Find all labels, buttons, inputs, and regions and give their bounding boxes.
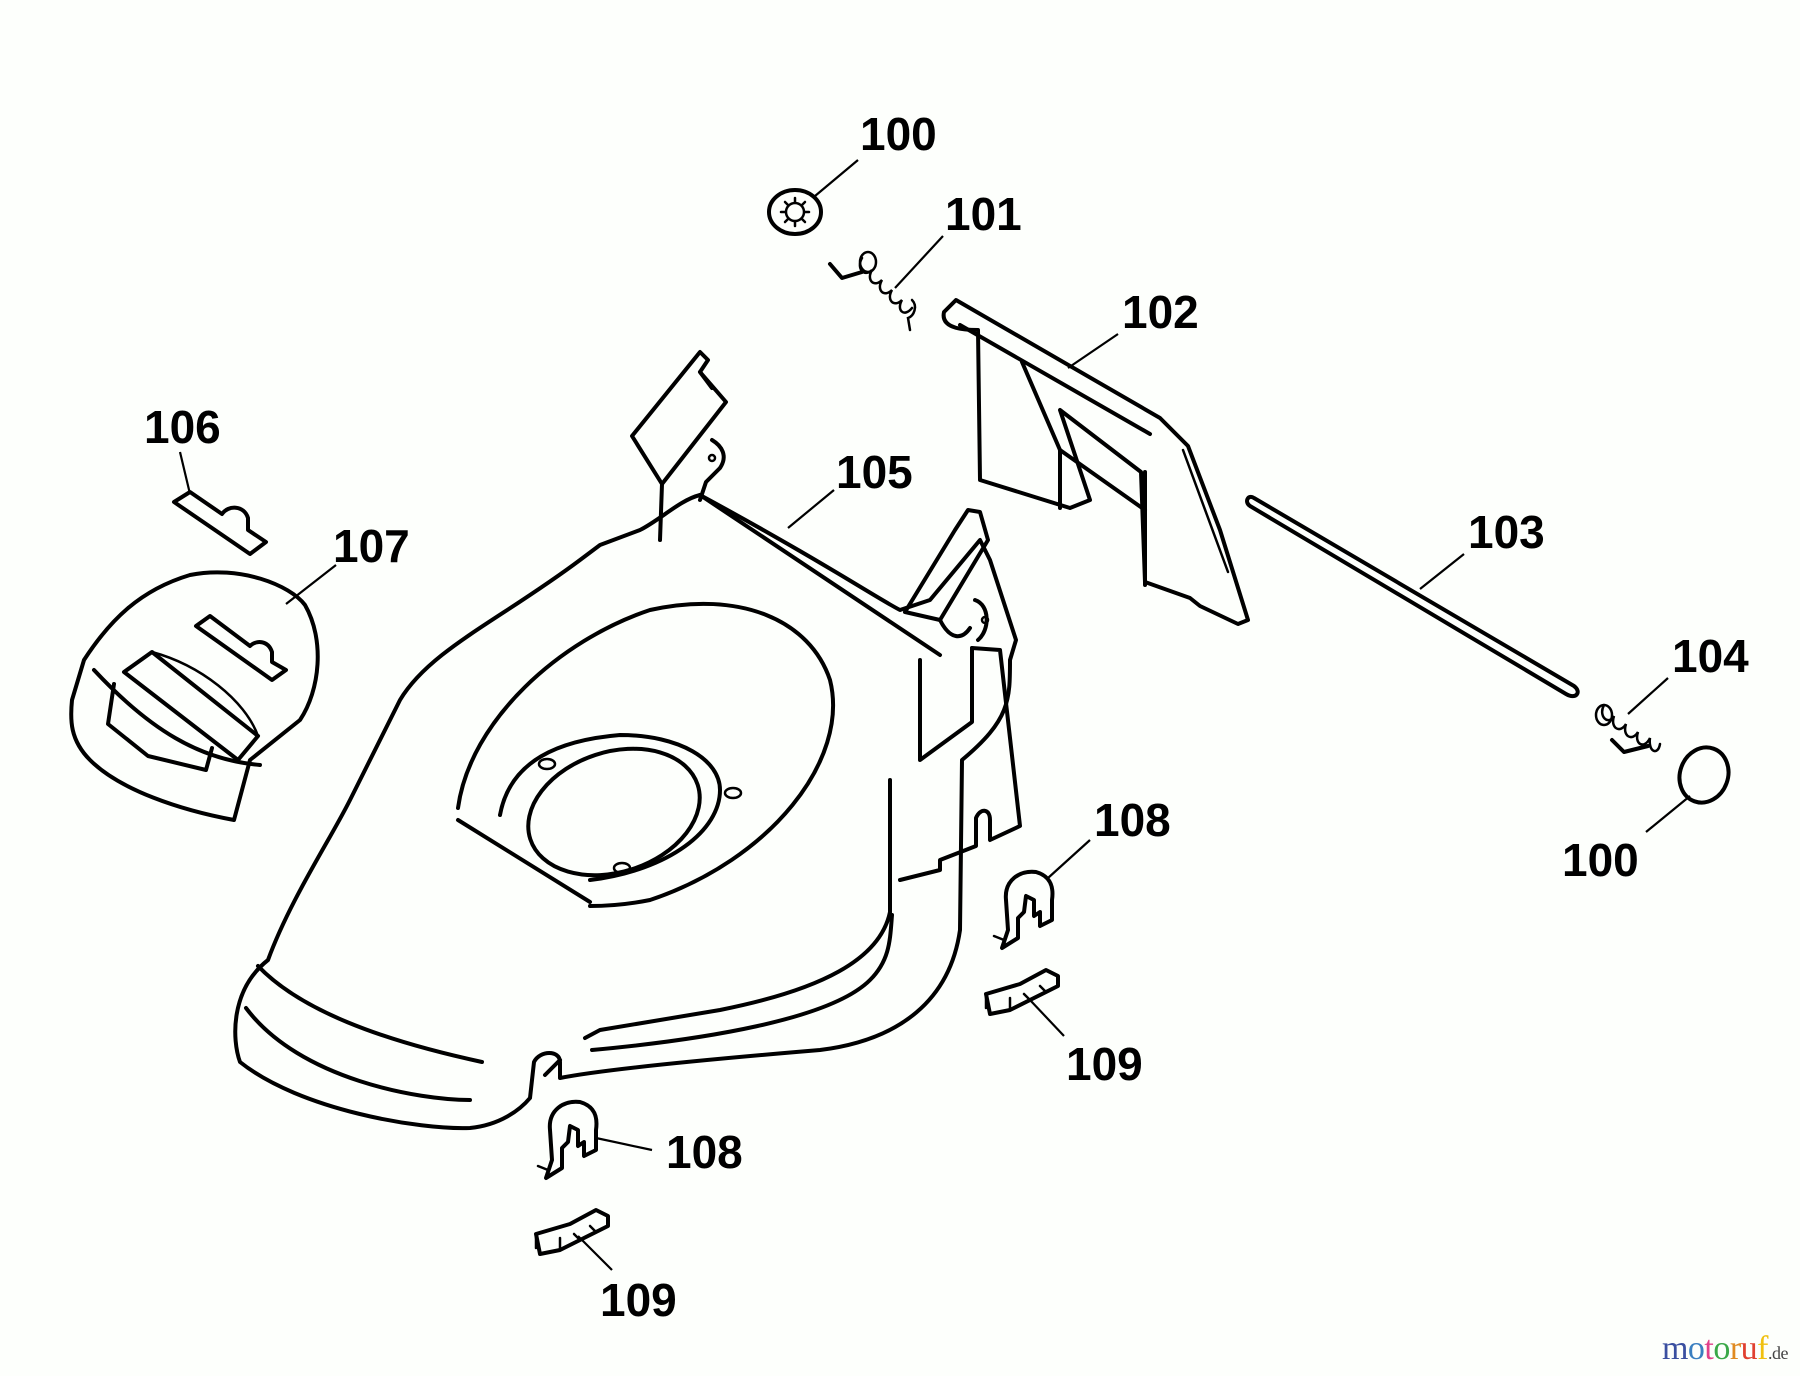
wm-letter: r (1729, 1330, 1741, 1367)
part-101-spring[interactable] (828, 250, 917, 332)
callout-105: 105 (836, 446, 913, 498)
leader-101 (894, 235, 944, 289)
part-100-push-nut-top[interactable] (767, 188, 823, 236)
wm-letter: t (1704, 1330, 1714, 1367)
part-109-bracket-bottom[interactable] (534, 1208, 610, 1256)
callout-106: 106 (144, 401, 221, 453)
leader-108-bottom (595, 1136, 653, 1152)
part-109-bracket-right[interactable] (984, 968, 1060, 1016)
part-102-rear-flap[interactable] (941, 298, 1250, 626)
wm-letter: m (1661, 1330, 1688, 1367)
callout-109-bottom: 109 (600, 1274, 677, 1326)
callout-103: 103 (1468, 506, 1545, 558)
part-107-front-cover[interactable] (69, 570, 320, 822)
wm-letter: u (1740, 1330, 1758, 1367)
part-106-badge[interactable] (172, 490, 268, 556)
leader-lines (178, 159, 1691, 1271)
callout-109-right: 109 (1066, 1038, 1143, 1090)
callout-labels: 100 101 102 103 104 100 105 106 107 108 … (144, 108, 1749, 1326)
wm-letter: o (1713, 1330, 1730, 1367)
leader-105 (787, 489, 835, 529)
leader-109-right (1029, 999, 1065, 1037)
leader-107 (285, 564, 337, 605)
part-103-axle-rod[interactable] (1245, 495, 1580, 699)
part-104-spring[interactable] (1594, 703, 1662, 754)
leader-103 (1419, 553, 1465, 590)
wm-letter: f (1757, 1330, 1768, 1367)
callout-108-right: 108 (1094, 794, 1171, 846)
callout-104: 104 (1672, 630, 1749, 682)
callout-101: 101 (945, 188, 1022, 240)
leader-100-top (814, 159, 859, 197)
part-108-clip-bottom[interactable] (536, 1099, 599, 1180)
callout-102: 102 (1122, 286, 1199, 338)
callout-100-top: 100 (860, 108, 937, 160)
leader-102 (1067, 333, 1119, 369)
leader-104 (1627, 677, 1669, 715)
leader-106 (178, 451, 192, 495)
part-105-deck-housing[interactable] (233, 350, 1022, 1131)
leader-100-bottom (1645, 795, 1691, 833)
part-108-clip-right[interactable] (992, 869, 1055, 950)
leader-108-right (1047, 839, 1091, 879)
callout-108-bottom: 108 (666, 1126, 743, 1178)
wm-tld: .de (1768, 1343, 1789, 1363)
leader-109-bottom (577, 1235, 613, 1271)
part-100-push-nut-bottom[interactable] (1672, 740, 1736, 809)
callout-107: 107 (333, 520, 410, 572)
wm-letter: o (1687, 1330, 1705, 1367)
watermark-logo: motoruf.de (1661, 1330, 1789, 1368)
callout-100-bottom: 100 (1562, 834, 1639, 886)
